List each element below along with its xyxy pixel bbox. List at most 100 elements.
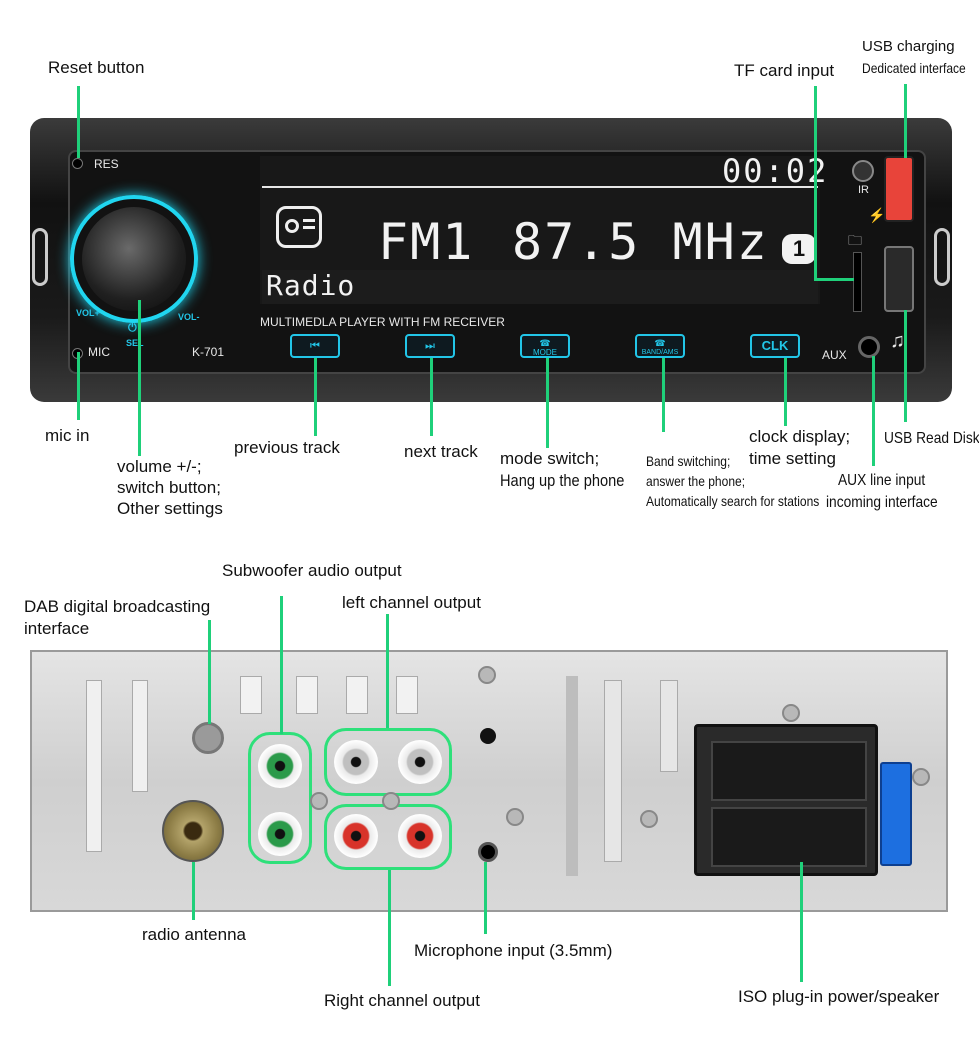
label-tf-card: TF card input: [734, 61, 835, 80]
right-rca: [398, 814, 442, 858]
aux-text: AUX: [822, 348, 847, 362]
volume-knob[interactable]: [82, 207, 186, 311]
label-reset-button: Reset button: [48, 58, 145, 77]
previous-track-button[interactable]: ⏮: [290, 334, 340, 358]
rear-divider: [566, 676, 578, 876]
preset-number: 1: [792, 236, 806, 261]
label-next-track: next track: [404, 442, 478, 461]
label-usb-charging-sub: Dedicated interface: [862, 60, 966, 76]
preset-badge: 1: [782, 234, 816, 264]
label-usb-read: USB Read Disk: [884, 430, 979, 447]
label-mode-1: mode switch;: [500, 449, 600, 468]
reset-hole[interactable]: [72, 158, 83, 169]
label-previous-track: previous track: [234, 438, 340, 457]
band-button-label: BAND/AMS: [641, 349, 679, 356]
label-band-1: Band switching;: [646, 453, 731, 469]
charge-icon: ⚡: [868, 207, 886, 223]
source-readout: Radio: [266, 269, 356, 302]
right-clip: [934, 228, 950, 286]
usb-charging-port[interactable]: [884, 156, 914, 222]
rear-hole: [480, 728, 496, 744]
res-text: RES: [94, 157, 119, 171]
tf-card-slot[interactable]: [853, 252, 862, 312]
left-clip: [32, 228, 48, 286]
rear-fin: [604, 680, 622, 862]
label-volume-1: volume +/-;: [117, 457, 202, 476]
label-radio-antenna: radio antenna: [142, 925, 246, 944]
previous-track-icon: ⏮: [310, 340, 320, 352]
label-dab-2: interface: [24, 619, 90, 638]
left-rca: [334, 740, 378, 784]
band-readout: FM1: [378, 213, 475, 271]
label-usb-charging: USB charging: [862, 38, 955, 55]
ir-text: IR: [858, 184, 869, 196]
band-button[interactable]: ☎ BAND/AMS: [635, 334, 685, 358]
label-mic-in: mic in: [45, 426, 90, 445]
phone-answer-icon: ☎: [654, 338, 666, 348]
fuse: [880, 762, 912, 866]
rear-fin: [86, 680, 102, 852]
label-volume-3: Other settings: [117, 499, 223, 518]
ir-sensor: [852, 160, 874, 182]
rear-fin: [132, 680, 148, 792]
vol-minus-text: VOL-: [178, 312, 200, 322]
mode-button-label: MODE: [533, 348, 557, 357]
label-left-channel: left channel output: [342, 593, 481, 612]
folder-icon: 🗀: [848, 232, 862, 248]
mic-text: MIC: [88, 345, 110, 359]
radio-icon: [276, 206, 322, 248]
left-rca: [398, 740, 442, 784]
screw: [478, 666, 496, 684]
label-mode-2: Hang up the phone: [500, 471, 625, 490]
label-aux-2: incoming interface: [826, 494, 938, 511]
antenna-socket: [162, 800, 224, 862]
frequency-readout: 87.5 MHz: [512, 213, 769, 271]
mic-jack: [478, 842, 498, 862]
model-text: K-701: [192, 345, 225, 359]
next-track-button[interactable]: ⏭: [405, 334, 455, 358]
subtitle-text: MULTIMEDLA PLAYER WITH FM RECEIVER: [260, 315, 505, 329]
subwoofer-rca: [258, 744, 302, 788]
next-track-icon: ⏭: [425, 340, 435, 352]
rear-fin: [660, 680, 678, 772]
label-clock-2: time setting: [749, 449, 836, 468]
screw: [506, 808, 524, 826]
label-clock-1: clock display;: [749, 427, 851, 446]
screw: [640, 810, 658, 828]
screw: [310, 792, 328, 810]
music-note-icon: ♫: [890, 330, 905, 352]
clk-button-label: CLK: [761, 338, 789, 353]
phone-hangup-icon: ☎: [539, 338, 551, 348]
vol-plus-text: VOL+: [76, 308, 100, 318]
clk-button[interactable]: CLK: [750, 334, 800, 358]
usb-read-port[interactable]: [884, 246, 914, 312]
screw: [912, 768, 930, 786]
subwoofer-rca: [258, 812, 302, 856]
knob-ring: [70, 195, 198, 323]
sel-text: SEL: [126, 338, 144, 348]
clock-readout: 00:02: [722, 152, 829, 190]
lcd-bottom-band: [262, 270, 818, 304]
iso-connector: [694, 724, 878, 876]
lcd-divider: [262, 186, 818, 188]
rear-fin: [240, 676, 262, 714]
screw: [782, 704, 800, 722]
label-right-channel: Right channel output: [324, 991, 480, 1010]
right-rca: [334, 814, 378, 858]
label-band-3: Automatically search for stations: [646, 493, 820, 509]
label-aux-1: AUX line input: [838, 472, 926, 489]
label-microphone-input: Microphone input (3.5mm): [414, 941, 613, 960]
rear-fin: [346, 676, 368, 714]
dab-connector: [192, 722, 224, 754]
label-volume-2: switch button;: [117, 478, 221, 497]
label-dab-1: DAB digital broadcasting: [24, 597, 211, 616]
rear-fin: [396, 676, 418, 714]
label-subwoofer: Subwoofer audio output: [222, 561, 402, 580]
label-band-2: answer the phone;: [646, 473, 746, 489]
mode-button[interactable]: ☎ MODE: [520, 334, 570, 358]
rear-fin: [296, 676, 318, 714]
aux-jack[interactable]: [858, 336, 880, 358]
label-iso: ISO plug-in power/speaker: [738, 987, 940, 1006]
screw: [382, 792, 400, 810]
power-icon: ⏻: [128, 322, 137, 334]
